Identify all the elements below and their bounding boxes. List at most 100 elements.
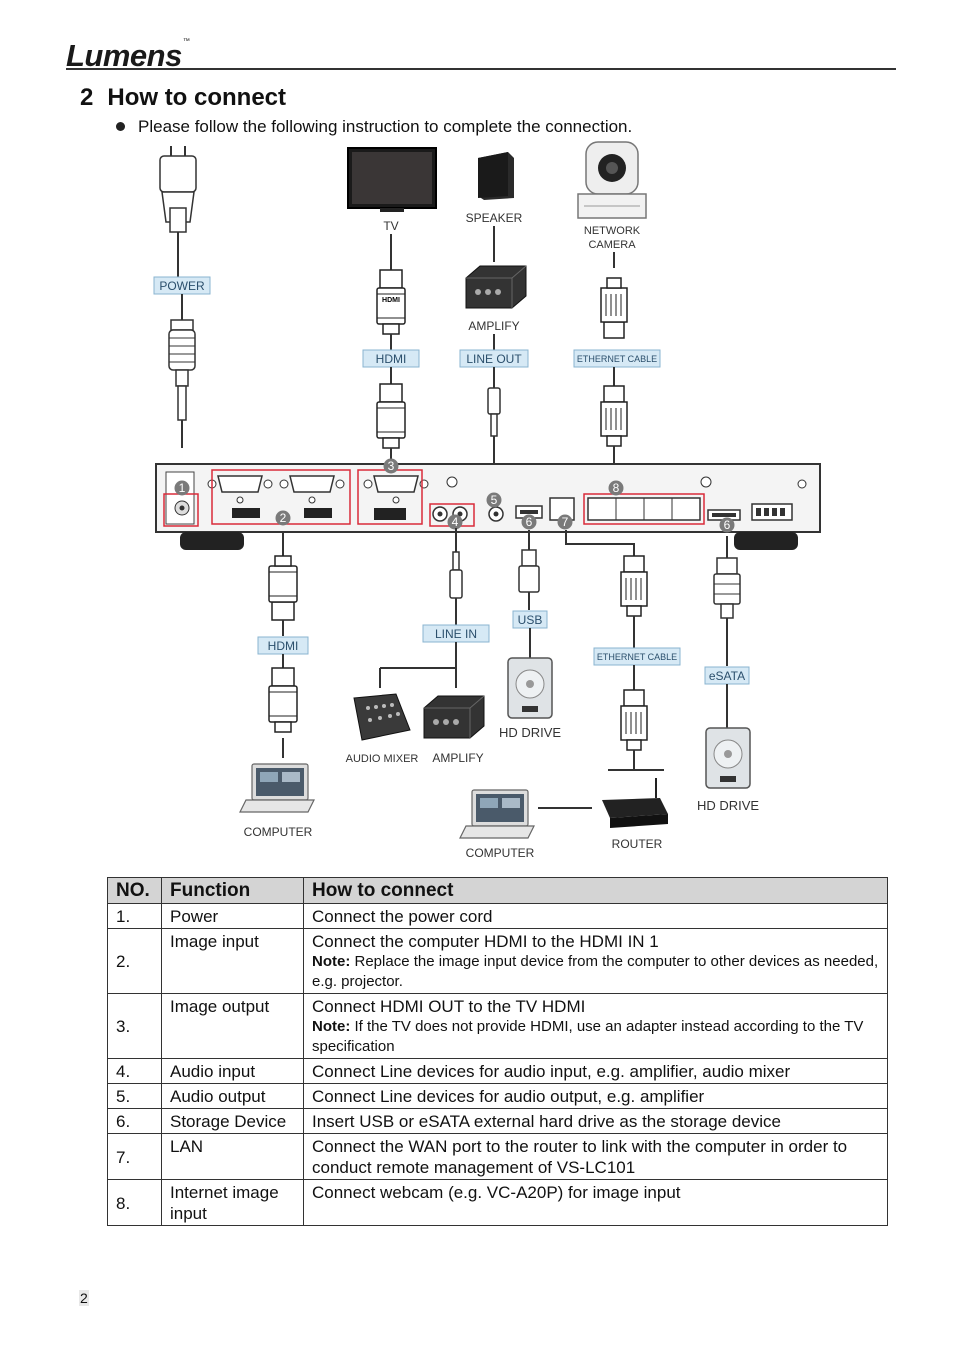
hdmi-plug-icon bbox=[268, 667, 298, 733]
label-amplify-top: AMPLIFY bbox=[468, 319, 519, 333]
usb-plug-icon bbox=[518, 530, 540, 610]
header-how-to-connect: How to connect bbox=[303, 877, 888, 904]
marker-7: 7 bbox=[562, 515, 569, 529]
page-number: 2 bbox=[79, 1290, 89, 1306]
label-network-camera-1: NETWORK bbox=[584, 225, 641, 237]
amplifier-icon bbox=[465, 265, 527, 309]
trademark-symbol: ™ bbox=[182, 38, 190, 45]
esata-plug-icon bbox=[713, 557, 741, 619]
table-row: 6. Storage Device Insert USB or eSATA ex… bbox=[107, 1108, 888, 1134]
label-hdmi-bottom: HDMI bbox=[268, 639, 299, 653]
row-function: Image output bbox=[161, 993, 304, 1059]
section-heading: 2 How to connect bbox=[80, 84, 286, 112]
hard-drive-icon bbox=[507, 657, 553, 719]
row-function: Audio output bbox=[161, 1083, 304, 1109]
row-action: Connect webcam (e.g. VC-A20P) for image … bbox=[303, 1179, 888, 1226]
row-action: Connect the WAN port to the router to li… bbox=[303, 1133, 888, 1180]
row-function: Storage Device bbox=[161, 1108, 304, 1134]
row-no: 8. bbox=[107, 1179, 162, 1226]
label-network-camera-2: CAMERA bbox=[588, 239, 636, 251]
logo-text: Lumens bbox=[66, 38, 182, 73]
row-action: Insert USB or eSATA external hard drive … bbox=[303, 1108, 888, 1134]
marker-5: 5 bbox=[491, 493, 498, 507]
row-action: Connect Line devices for audio output, e… bbox=[303, 1083, 888, 1109]
power-adapter-icon bbox=[159, 146, 197, 278]
section-title: How to connect bbox=[107, 84, 287, 111]
label-computer-1: COMPUTER bbox=[244, 825, 313, 839]
row-no: 1. bbox=[107, 903, 162, 929]
note-label: Note: bbox=[312, 1018, 351, 1035]
row-function: Internet image input bbox=[161, 1179, 304, 1226]
marker-4: 4 bbox=[452, 515, 459, 529]
label-hd-drive-1: HD DRIVE bbox=[499, 725, 561, 740]
label-usb: USB bbox=[518, 613, 543, 627]
row-action: Connect the power cord bbox=[303, 903, 888, 929]
label-audio-mixer: AUDIO MIXER bbox=[346, 753, 419, 765]
lumens-logo: Lumens™ bbox=[66, 38, 190, 74]
marker-3: 3 bbox=[388, 459, 395, 473]
table-row: 8. Internet image input Connect webcam (… bbox=[107, 1179, 888, 1226]
label-power: POWER bbox=[159, 279, 205, 293]
label-amplify-bottom: AMPLIFY bbox=[432, 751, 483, 765]
label-ethernet-bottom: ETHERNET CABLE bbox=[597, 652, 677, 662]
row-action-text: Connect HDMI OUT to the TV HDMI bbox=[312, 997, 586, 1016]
table-row: 3. Image output Connect HDMI OUT to the … bbox=[107, 993, 888, 1059]
label-line-in: LINE IN bbox=[435, 627, 477, 641]
header-rule bbox=[66, 68, 896, 70]
table-row: 7. LAN Connect the WAN port to the route… bbox=[107, 1133, 888, 1180]
section-number: 2 bbox=[80, 84, 94, 111]
marker-6b: 6 bbox=[724, 518, 731, 532]
hdmi-plug-icon bbox=[268, 555, 298, 621]
row-action: Connect the computer HDMI to the HDMI IN… bbox=[303, 928, 888, 994]
row-action-text: Connect the computer HDMI to the HDMI IN… bbox=[312, 932, 659, 951]
row-function: Image input bbox=[161, 928, 304, 994]
row-no: 4. bbox=[107, 1058, 162, 1084]
audio-jack-icon bbox=[449, 528, 463, 625]
row-function: LAN bbox=[161, 1133, 304, 1180]
audio-jack-icon bbox=[487, 367, 501, 466]
label-hd-drive-2: HD DRIVE bbox=[697, 798, 759, 813]
note-label: Note: bbox=[312, 953, 351, 970]
computer-icon bbox=[239, 763, 315, 813]
ethernet-plug-icon bbox=[600, 385, 628, 447]
row-no: 2. bbox=[107, 928, 162, 994]
row-no: 3. bbox=[107, 993, 162, 1059]
label-line-out: LINE OUT bbox=[466, 352, 522, 366]
marker-1: 1 bbox=[179, 481, 186, 495]
label-computer-2: COMPUTER bbox=[466, 846, 535, 860]
power-plug-icon bbox=[168, 319, 196, 448]
table-row: 1. Power Connect the power cord bbox=[107, 903, 888, 929]
intro-text: Please follow the following instruction … bbox=[138, 117, 633, 136]
audio-mixer-icon bbox=[353, 693, 411, 741]
row-function: Audio input bbox=[161, 1058, 304, 1084]
row-note: Note: Replace the image input device fro… bbox=[312, 952, 879, 992]
bullet-icon bbox=[116, 122, 125, 131]
label-tv: TV bbox=[383, 219, 398, 233]
row-note: Note: If the TV does not provide HDMI, u… bbox=[312, 1017, 879, 1057]
note-text: Replace the image input device from the … bbox=[312, 953, 879, 990]
header-function: Function bbox=[161, 877, 304, 904]
marker-8: 8 bbox=[613, 481, 620, 495]
amplifier-icon bbox=[423, 695, 485, 739]
marker-2: 2 bbox=[280, 511, 287, 525]
label-router: ROUTER bbox=[612, 837, 663, 851]
connection-diagram: POWER TV HDMI HDMI SPEAKER AMPLIFY LINE … bbox=[153, 141, 821, 860]
table-row: 2. Image input Connect the computer HDMI… bbox=[107, 928, 888, 994]
table-header-row: NO. Function How to connect bbox=[107, 877, 888, 904]
row-function: Power bbox=[161, 903, 304, 929]
tv-icon bbox=[347, 147, 437, 212]
note-text: If the TV does not provide HDMI, use an … bbox=[312, 1018, 864, 1055]
ethernet-plug-icon bbox=[600, 277, 628, 339]
ethernet-plug-icon bbox=[620, 689, 648, 751]
ethernet-plug-icon bbox=[620, 555, 648, 617]
row-action: Connect Line devices for audio input, e.… bbox=[303, 1058, 888, 1084]
label-speaker: SPEAKER bbox=[466, 211, 523, 225]
intro-bullet: Please follow the following instruction … bbox=[116, 117, 632, 137]
hdmi-plug-label: HDMI bbox=[382, 297, 400, 304]
marker-6: 6 bbox=[526, 515, 533, 529]
hdmi-plug-icon bbox=[376, 383, 406, 449]
hard-drive-icon bbox=[705, 727, 751, 789]
label-hdmi-top: HDMI bbox=[376, 352, 407, 366]
port-markers: 1 2 3 4 5 6 7 8 6 bbox=[174, 458, 735, 533]
